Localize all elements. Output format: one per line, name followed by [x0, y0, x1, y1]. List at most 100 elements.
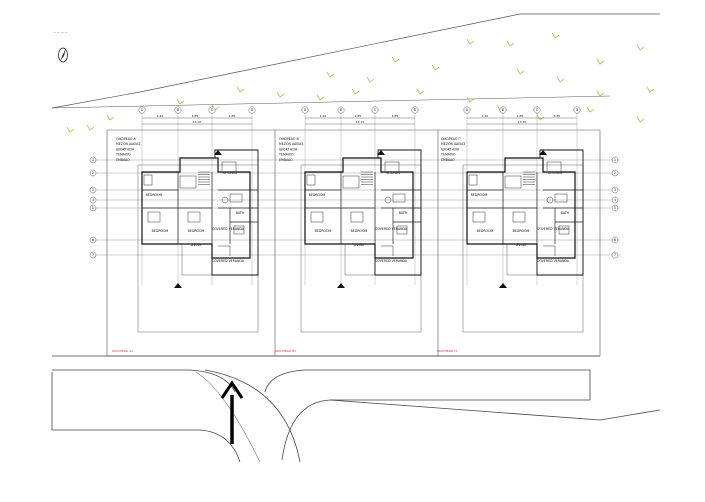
grid-row-bubble	[611, 251, 619, 259]
grid-row-bubble	[611, 204, 619, 212]
grid-col-letter: B	[177, 108, 179, 112]
vegetation-mark	[596, 90, 605, 97]
grid-col-letter: C	[211, 108, 214, 112]
room-label: BATH	[236, 211, 245, 215]
vegetation-mark	[176, 98, 185, 105]
plot-label: ΟΙΚΟΠΕΔΟ Α1	[112, 349, 133, 353]
block-label-line: ΜΕΖΟΝ ΑΔΕΙΑΣ	[116, 142, 140, 146]
grid-row-number: 4	[92, 198, 94, 202]
room-label: LIVING	[354, 243, 365, 247]
dimension-label: 4.40	[157, 114, 164, 118]
grid-row-number: 1	[92, 158, 94, 162]
room-label: BEDROOM	[351, 229, 368, 233]
vegetation-mark	[326, 71, 335, 78]
grid-col-letter: D	[576, 108, 579, 112]
overall-dimension: 13.70	[193, 120, 202, 124]
plot-label: ΟΙΚΟΠΕΔΟ Γ1	[437, 349, 458, 353]
house-walls	[141, 149, 259, 276]
fixtures	[468, 161, 570, 276]
room-label: BEDROOM	[309, 193, 326, 197]
grid-row-bubble	[611, 156, 619, 164]
overall-dimension: 13.70	[518, 120, 527, 124]
grid-row-number: 6	[92, 238, 94, 242]
dimension-label: 4.85	[355, 114, 362, 118]
room-label: KITCHEN	[548, 171, 562, 175]
vegetation-mark	[351, 88, 360, 95]
grid-col-letter: C	[536, 108, 539, 112]
grid-col-letter: A	[141, 108, 144, 112]
north-arrow-icon	[58, 47, 68, 63]
interior-walls	[305, 172, 421, 244]
interior-walls	[142, 172, 258, 244]
block-label-line: ΜΕΖΟΝ ΑΔΕΙΑΣ	[279, 142, 303, 146]
grid-row-number: 5	[92, 206, 94, 210]
dimension-label: 4.85	[229, 114, 236, 118]
grid-row-bubble	[89, 156, 97, 164]
block-label-line: OIKOPEAO A'	[116, 137, 137, 141]
vegetation-mark	[646, 86, 655, 93]
plot-top-line	[51, 95, 611, 109]
dimension-label: 4.40	[320, 114, 327, 118]
plot-label: ΟΙΚΟΠΕΔΟ Β1	[275, 349, 296, 353]
vegetation-mark	[236, 86, 245, 93]
grid-col-letter: C	[374, 108, 377, 112]
grid-row-number: 2	[92, 171, 94, 175]
grid-row-bubble	[611, 236, 619, 244]
room-label: BEDROOM	[471, 193, 488, 197]
room-label: COVERED VERANDA	[375, 227, 408, 231]
room-label: COVERED VERANDA	[212, 227, 245, 231]
house-walls	[466, 149, 584, 276]
room-label: BEDROOM	[188, 229, 205, 233]
block-label-line: ΙΔΙΟΚΤΗΣΙΑ	[441, 147, 460, 151]
dimension-label: 4.85	[517, 114, 524, 118]
grid-col-bubble	[138, 106, 146, 114]
dimension-label: 4.85	[392, 114, 399, 118]
grid-col-bubble	[337, 106, 345, 114]
grid-row-number: 3	[614, 188, 616, 192]
room-label: BEDROOM	[513, 229, 530, 233]
grid-col-bubble	[573, 106, 581, 114]
vegetation-mark	[316, 94, 325, 101]
room-label: COVERED VERANDA	[537, 259, 570, 263]
dimension-label: 4.40	[482, 114, 489, 118]
grid-col-bubble	[301, 106, 309, 114]
level-marker-icon	[377, 150, 385, 155]
grid-row-bubble	[89, 186, 97, 194]
grid-col-letter: B	[340, 108, 342, 112]
grid-col-bubble	[533, 106, 541, 114]
grid-col-letter: A	[304, 108, 307, 112]
grid-col-letter: A	[466, 108, 469, 112]
vegetation-mark	[276, 91, 285, 98]
vegetation-mark	[466, 38, 475, 45]
vegetation-mark	[66, 126, 75, 133]
grid-col-bubble	[174, 106, 182, 114]
vegetation-mark	[506, 40, 515, 47]
grid-row-bubble	[611, 186, 619, 194]
grid-col-bubble	[208, 106, 216, 114]
block-label-line: ΕΜΒΑΔΟ	[441, 158, 455, 162]
legend-marks: — — — —	[53, 30, 68, 34]
block-label-line: ΜΕΖΟΝ ΑΔΕΙΑΣ	[441, 142, 465, 146]
site-boundary	[51, 13, 660, 109]
grid-row-bubble	[89, 196, 97, 204]
dimension-label: 4.85	[192, 114, 199, 118]
grid-row-number: 1	[614, 158, 616, 162]
arrow-up-icon	[220, 380, 244, 444]
vegetation-mark	[536, 114, 545, 121]
vegetation-mark	[556, 76, 565, 83]
room-label: LIVING	[516, 243, 527, 247]
level-marker-icon	[539, 150, 547, 155]
grid-row-bubble	[89, 236, 97, 244]
vegetation-mark	[466, 96, 475, 103]
fixtures	[306, 161, 408, 276]
grid-row-bubble	[89, 169, 97, 177]
interior-walls	[467, 172, 583, 244]
grid-row-bubble	[611, 196, 619, 204]
vegetation-mark	[431, 64, 440, 71]
room-label: COVERED VERANDA	[537, 227, 570, 231]
